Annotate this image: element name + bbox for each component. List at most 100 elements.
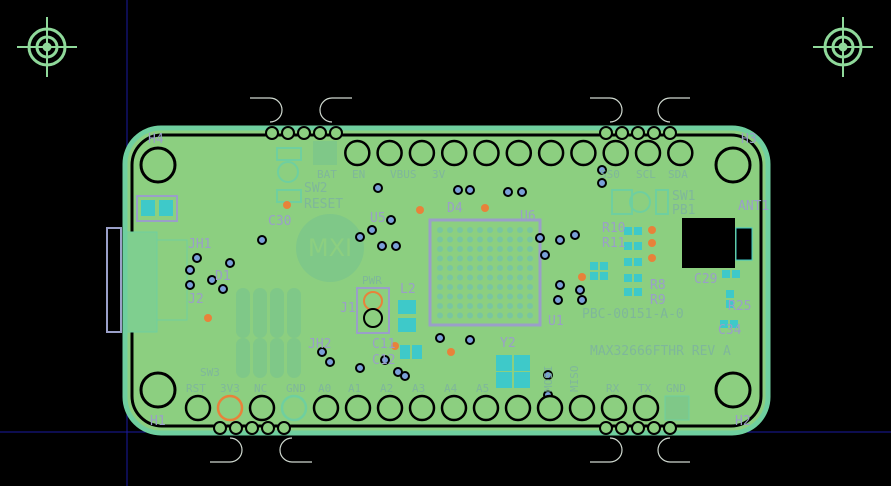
usb-connector bbox=[106, 195, 188, 333]
header-pad[interactable] bbox=[667, 139, 694, 167]
bottom-header-label: GND bbox=[286, 382, 306, 395]
header-pad[interactable] bbox=[184, 394, 212, 422]
via bbox=[540, 250, 550, 260]
ref-r10: R10 bbox=[602, 221, 625, 236]
top-header-label: EN bbox=[352, 168, 365, 181]
bga-ball bbox=[457, 293, 463, 300]
bottom-header-label: A0 bbox=[318, 382, 331, 395]
ref-r8: R8 bbox=[650, 278, 666, 293]
smd-pads bbox=[398, 227, 740, 388]
bga-ball bbox=[467, 274, 473, 281]
header-pad[interactable] bbox=[472, 394, 500, 422]
via bbox=[377, 241, 387, 251]
header-pad[interactable] bbox=[376, 394, 404, 422]
via bbox=[185, 265, 195, 275]
via bbox=[535, 233, 545, 243]
bga-ball bbox=[507, 227, 513, 233]
bga-ball bbox=[457, 265, 463, 271]
bga-ball bbox=[457, 284, 463, 290]
bga-ball bbox=[497, 265, 503, 271]
header-pad[interactable] bbox=[634, 139, 662, 167]
via bbox=[257, 235, 267, 245]
bga-ball bbox=[497, 284, 503, 290]
header-pad[interactable] bbox=[312, 394, 340, 422]
sw1-button[interactable] bbox=[611, 189, 669, 215]
header-pad[interactable] bbox=[440, 394, 468, 422]
bga-ball bbox=[507, 293, 513, 300]
header-pad[interactable] bbox=[632, 394, 660, 422]
bga-ball bbox=[487, 293, 493, 300]
bga-ball bbox=[467, 227, 473, 233]
ref-u6: U6 bbox=[520, 209, 536, 224]
bga-ball bbox=[457, 312, 463, 319]
header-pad[interactable] bbox=[600, 394, 628, 422]
header-pad[interactable] bbox=[280, 394, 308, 422]
via bbox=[373, 183, 383, 193]
bga-ball bbox=[477, 265, 483, 271]
header-pad[interactable] bbox=[504, 394, 532, 422]
ref-r9: R9 bbox=[650, 293, 666, 308]
header-pad[interactable] bbox=[408, 139, 436, 167]
header-pad[interactable] bbox=[536, 394, 564, 422]
bga-ball bbox=[497, 255, 503, 262]
antenna-feed bbox=[735, 227, 753, 261]
header-pad[interactable] bbox=[376, 139, 403, 167]
bga-ball bbox=[437, 293, 443, 300]
header-pad[interactable] bbox=[216, 394, 244, 422]
bga-ball bbox=[497, 303, 503, 309]
via bbox=[453, 185, 463, 195]
bottom-header bbox=[184, 394, 690, 422]
header-pad[interactable] bbox=[602, 139, 629, 167]
bga-ball bbox=[527, 236, 533, 243]
panel-tabs bbox=[210, 97, 690, 463]
via bbox=[597, 165, 607, 175]
bga-ball bbox=[467, 293, 473, 300]
via bbox=[355, 363, 365, 373]
bga-ball bbox=[477, 303, 483, 309]
ref-c12: C12 bbox=[372, 353, 395, 368]
antenna-keepout bbox=[682, 218, 735, 268]
via bbox=[555, 280, 565, 290]
j1-jumper[interactable] bbox=[356, 287, 390, 334]
header-pad[interactable] bbox=[344, 394, 372, 422]
u1-bga-chip[interactable] bbox=[428, 218, 542, 327]
bga-ball bbox=[507, 246, 513, 252]
bga-ball bbox=[487, 236, 493, 243]
header-pad[interactable] bbox=[568, 394, 596, 422]
header-pad[interactable] bbox=[440, 139, 468, 167]
header-pad-square[interactable] bbox=[313, 141, 337, 165]
bottom-header-label: RST bbox=[186, 382, 206, 395]
header-pad[interactable] bbox=[473, 139, 500, 167]
bga-ball bbox=[517, 227, 523, 233]
bga-ball bbox=[457, 274, 463, 281]
bga-ball bbox=[477, 293, 483, 300]
bga-ball bbox=[507, 312, 513, 319]
header-pad[interactable] bbox=[570, 139, 597, 167]
header-pad[interactable] bbox=[408, 394, 436, 422]
header-pad[interactable] bbox=[537, 139, 565, 167]
sw1-label: SW1 bbox=[672, 189, 695, 204]
bga-ball bbox=[437, 312, 443, 319]
bga-ball bbox=[467, 265, 473, 271]
bga-ball bbox=[517, 303, 523, 309]
bga-ball bbox=[477, 236, 483, 243]
header-pad-square[interactable] bbox=[664, 395, 690, 421]
pwr-label: PWR bbox=[362, 274, 382, 287]
bga-ball bbox=[437, 303, 443, 309]
via bbox=[575, 285, 585, 295]
bga-ball bbox=[457, 246, 463, 252]
header-pad[interactable] bbox=[248, 394, 276, 422]
bga-ball bbox=[507, 255, 513, 262]
bga-ball bbox=[437, 255, 443, 262]
header-pad[interactable] bbox=[505, 139, 533, 167]
via bbox=[218, 284, 228, 294]
ref-j1: J1 bbox=[340, 301, 356, 316]
header-pad[interactable] bbox=[344, 139, 371, 167]
bga-ball bbox=[467, 236, 473, 243]
bga-ball bbox=[447, 274, 453, 281]
via bbox=[355, 232, 365, 242]
bga-ball bbox=[467, 246, 473, 252]
bga-ball bbox=[467, 284, 473, 290]
part-number-label: PBC-00151-A-0 bbox=[582, 307, 684, 322]
